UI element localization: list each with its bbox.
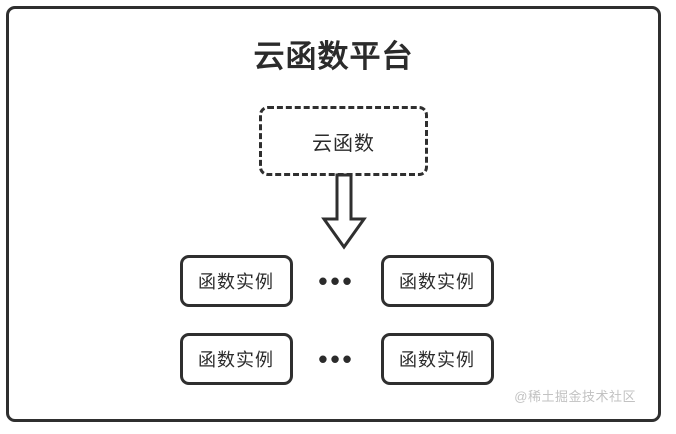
watermark: @稀土掘金技术社区 [514,389,636,404]
ellipsis-separator: ••• [318,344,355,374]
function-instance-box: 函数实例 [179,333,293,385]
function-instance-box: 函数实例 [380,333,494,385]
platform-title: 云函数平台 [253,39,414,74]
function-instance-box: 函数实例 [380,255,494,307]
function-instance-label: 函数实例 [198,350,274,370]
function-instance-label: 函数实例 [198,272,274,292]
down-arrow-icon [321,173,367,250]
instance-row: 函数实例 ••• 函数实例 [9,255,664,307]
ellipsis-separator: ••• [318,266,355,296]
function-instance-label: 函数实例 [399,272,475,292]
function-instance-box: 函数实例 [179,255,293,307]
cloud-function-node: 云函数 [259,106,428,176]
instance-row: 函数实例 ••• 函数实例 [9,333,664,385]
cloud-function-platform-container: 云函数平台 云函数 函数实例 ••• 函数实例 函数实例 ••• 函数实例 [6,6,661,422]
function-instance-label: 函数实例 [399,350,475,370]
cloud-function-label: 云函数 [312,132,375,155]
